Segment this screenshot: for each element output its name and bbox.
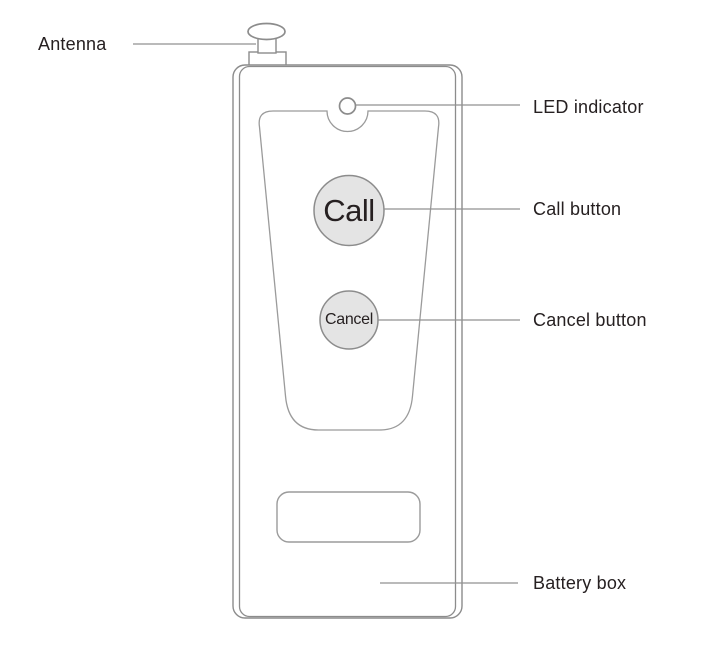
call-button: [313, 174, 385, 247]
cancel-button-text: Cancel: [324, 311, 373, 328]
cancel-button-label: Cancel button: [533, 310, 647, 330]
led-indicator-label: LED indicator: [533, 97, 644, 117]
antenna-cap: [247, 22, 286, 41]
battery-box: [276, 491, 421, 543]
battery-box-label: Battery box: [533, 573, 627, 593]
call-button-text: Call: [323, 193, 375, 228]
call-button-label: Call button: [533, 199, 622, 219]
led-indicator: [338, 97, 357, 115]
front-panel-outline: [258, 110, 440, 431]
antenna-label: Antenna: [38, 34, 107, 54]
antenna-graphic: [247, 22, 287, 68]
device-inner-outline: [238, 65, 457, 618]
